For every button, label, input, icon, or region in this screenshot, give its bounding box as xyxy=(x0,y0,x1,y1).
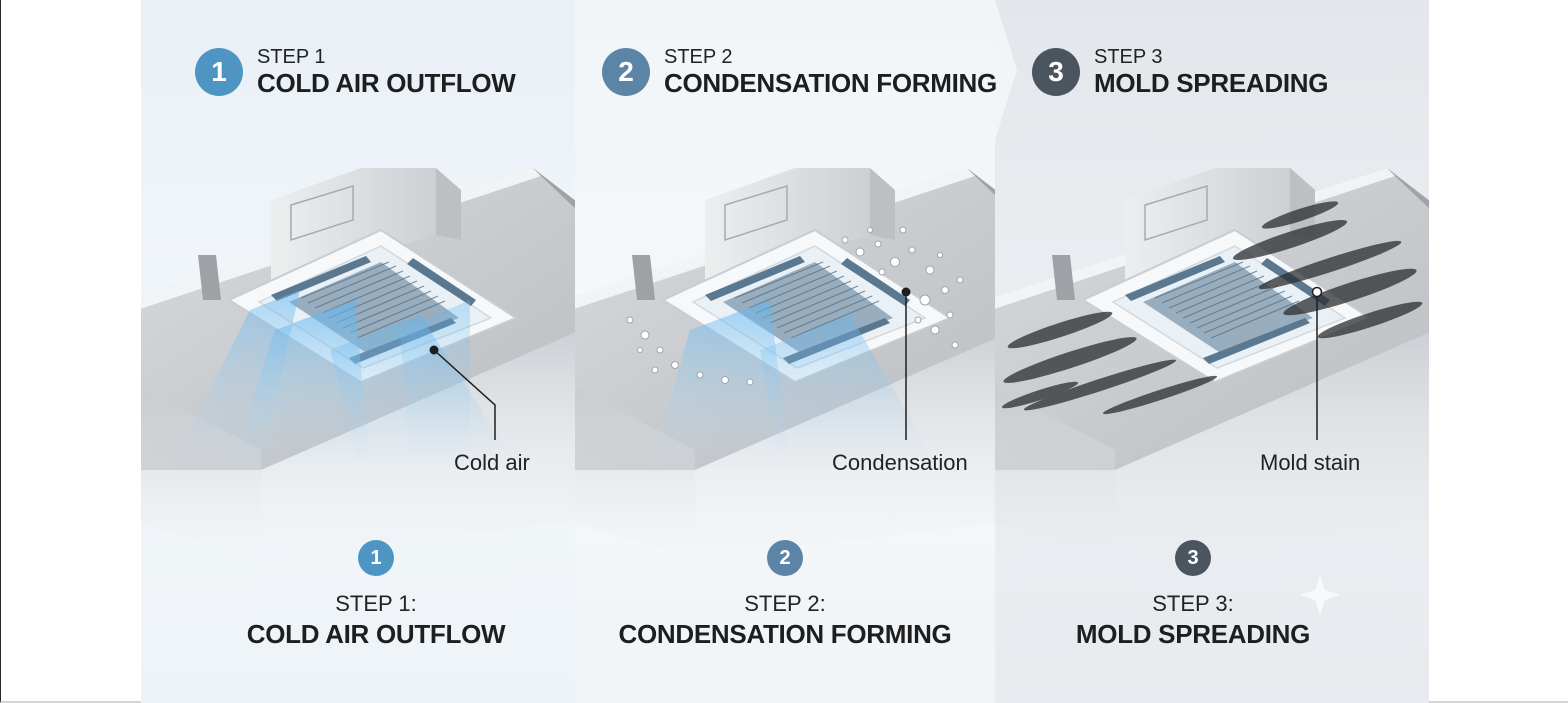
step-1-footer-title: COLD AIR OUTFLOW xyxy=(246,619,506,649)
step-1-badge: 1 xyxy=(195,48,243,96)
mold-stain-callout: Mold stain xyxy=(1260,450,1361,475)
step-2-header: 2 STEP 2 CONDENSATION FORMING xyxy=(602,46,997,98)
cold-air-unit-scene xyxy=(141,167,575,561)
step-divider-arrow xyxy=(995,0,1017,140)
step-2-footer-kicker: STEP 2: xyxy=(744,591,826,616)
cold-air-callout: Cold air xyxy=(454,450,530,475)
cold-airflow-icon xyxy=(170,290,520,470)
step-2-header-title: CONDENSATION FORMING xyxy=(664,68,997,98)
mold-stain-icon xyxy=(1001,201,1423,415)
cold-airflow-icon xyxy=(650,300,940,470)
step-3-badge: 3 xyxy=(1032,48,1080,96)
step-1-header: 1 STEP 1 COLD AIR OUTFLOW xyxy=(195,46,516,98)
step-3-header-kicker: STEP 3 xyxy=(1094,46,1163,68)
step-3-footer: 3 STEP 3: MOLD SPREADING xyxy=(1018,540,1368,650)
step-3-footer-title: MOLD SPREADING xyxy=(1075,619,1311,649)
mold-unit-scene xyxy=(995,167,1429,561)
step-2-footer-badge: 2 xyxy=(767,540,803,576)
step-1-footer-kicker: STEP 1: xyxy=(335,591,417,616)
step-2-header-kicker: STEP 2 xyxy=(664,46,733,68)
step-2-footer: 2 STEP 2: CONDENSATION FORMING xyxy=(590,540,980,650)
condensation-callout: Condensation xyxy=(832,450,968,475)
step-3-footer-badge: 3 xyxy=(1175,540,1211,576)
step-2-badge: 2 xyxy=(602,48,650,96)
sparkle-icon xyxy=(1300,575,1340,615)
step-3-header: 3 STEP 3 MOLD SPREADING xyxy=(1032,46,1328,98)
step-3-footer-kicker: STEP 3: xyxy=(1152,591,1234,616)
step-1-footer: 1 STEP 1: COLD AIR OUTFLOW xyxy=(201,540,551,650)
step-1-header-kicker: STEP 1 xyxy=(257,46,326,68)
condensation-unit-scene xyxy=(575,167,995,561)
step-1-header-title: COLD AIR OUTFLOW xyxy=(257,68,516,98)
step-1-footer-badge: 1 xyxy=(358,540,394,576)
step-3-header-title: MOLD SPREADING xyxy=(1094,68,1329,98)
water-droplets-icon xyxy=(626,226,964,386)
step-2-footer-title: CONDENSATION FORMING xyxy=(618,619,952,649)
